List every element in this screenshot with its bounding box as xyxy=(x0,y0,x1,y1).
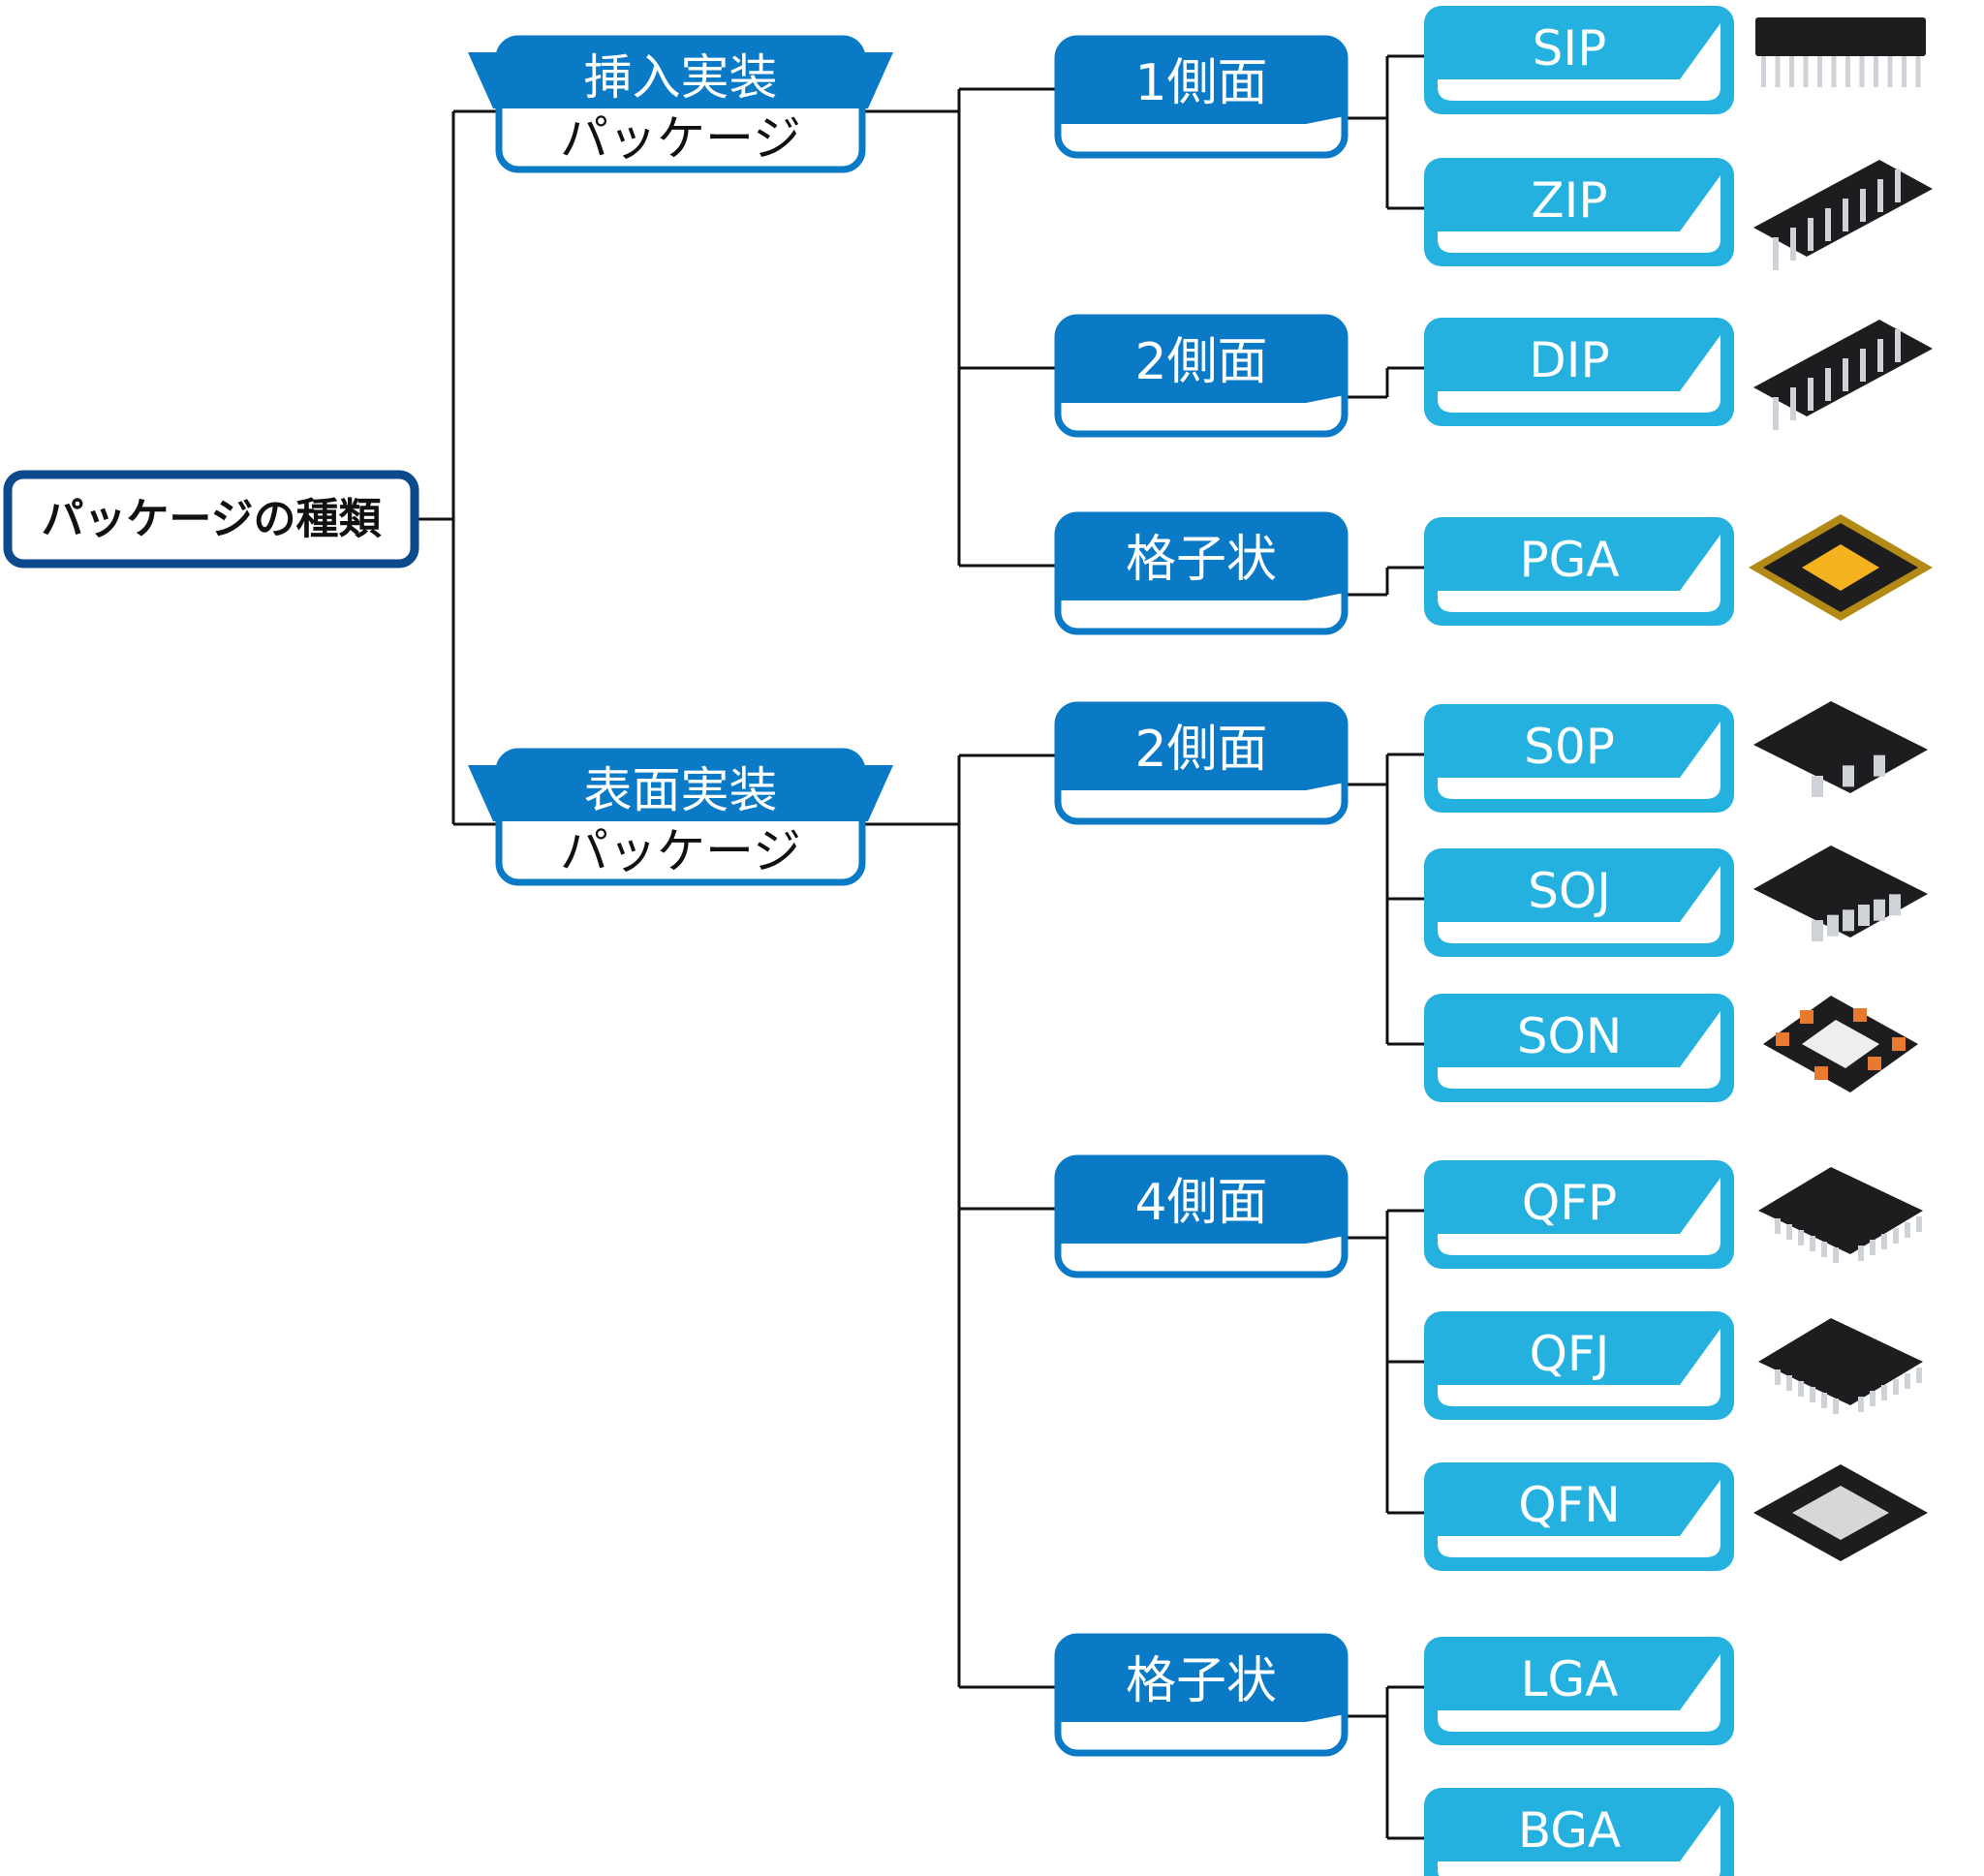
group-label: 2側面 xyxy=(1134,333,1267,391)
group-header xyxy=(1058,1637,1345,1722)
group-node: 格子状 xyxy=(1054,511,1348,635)
connector-lines xyxy=(415,54,1424,1840)
sop-chip-icon xyxy=(1753,701,1928,797)
group-header xyxy=(1058,318,1345,403)
group-label: 格子状 xyxy=(1126,1652,1277,1710)
leaf-node: LGA xyxy=(1424,1637,1734,1745)
zip-chip-icon xyxy=(1753,160,1933,270)
group-node: 2側面 xyxy=(1054,701,1348,825)
group-node: 4側面 xyxy=(1054,1154,1348,1278)
group-header xyxy=(1058,39,1345,124)
leaf-inner xyxy=(1438,722,1720,799)
leaf-label: S0P xyxy=(1524,719,1615,775)
leaf-inner xyxy=(1438,175,1720,253)
leaf-node: S0P xyxy=(1424,704,1734,813)
group-header xyxy=(1058,1158,1345,1244)
leaf-node: QFP xyxy=(1424,1160,1734,1269)
sip-chip-icon xyxy=(1755,17,1926,87)
soj-chip-icon xyxy=(1753,846,1928,941)
leaf-node: SON xyxy=(1424,994,1734,1102)
leaf-node: SOJ xyxy=(1424,848,1734,957)
leaf-node: QFN xyxy=(1424,1462,1734,1571)
leaf-node: PGA xyxy=(1424,517,1734,626)
category-banner-top xyxy=(499,752,862,819)
leaf-label: ZIP xyxy=(1531,172,1607,229)
group-node: 1側面 xyxy=(1054,35,1348,159)
category-title: 表面実装 xyxy=(584,762,778,818)
leaf-label: LGA xyxy=(1521,1651,1619,1707)
qfj-chip-icon xyxy=(1758,1318,1923,1414)
root-box xyxy=(3,470,419,569)
leaf-inner xyxy=(1438,23,1720,101)
leaf-label: QFP xyxy=(1522,1175,1617,1231)
group-header xyxy=(1058,705,1345,790)
leaf-inner xyxy=(1438,1011,1720,1089)
group-label: 1側面 xyxy=(1134,54,1267,112)
group-label: 2側面 xyxy=(1134,721,1267,779)
leaf-inner xyxy=(1438,1480,1720,1557)
leaf-inner xyxy=(1438,1329,1720,1406)
leaf-label: DIP xyxy=(1529,332,1609,388)
leaf-box xyxy=(1424,1788,1734,1876)
dip-chip-icon xyxy=(1753,320,1933,430)
root-node: パッケージの種類 xyxy=(3,470,419,569)
leaf-node: BGA xyxy=(1424,1788,1734,1876)
leaf-node: ZIP xyxy=(1424,158,1734,266)
pga-chip-icon xyxy=(1749,514,1933,621)
group-label: 4側面 xyxy=(1134,1174,1267,1232)
leaf-label: SIP xyxy=(1533,20,1607,77)
leaf-label: QFJ xyxy=(1530,1326,1610,1382)
leaf-label: SON xyxy=(1517,1008,1623,1064)
qfn-chip-icon xyxy=(1753,1464,1928,1561)
leaf-node: DIP xyxy=(1424,318,1734,426)
category-subtitle: パッケージ xyxy=(560,110,801,167)
leaf-inner xyxy=(1438,1805,1720,1876)
group-node: 2側面 xyxy=(1054,314,1348,438)
group-label: 格子状 xyxy=(1126,531,1277,589)
leaf-label: SOJ xyxy=(1528,863,1611,919)
category-banner-top xyxy=(499,39,862,107)
chip-icons xyxy=(1749,17,1933,1561)
leaf-label: QFN xyxy=(1518,1477,1621,1533)
leaf-label: PGA xyxy=(1519,532,1619,588)
leaf-inner xyxy=(1438,1178,1720,1255)
root-label: パッケージの種類 xyxy=(41,495,382,544)
leaf-node: SIP xyxy=(1424,6,1734,114)
leaf-inner xyxy=(1438,1654,1720,1732)
leaf-node: QFJ xyxy=(1424,1311,1734,1420)
group-header xyxy=(1058,515,1345,600)
group-node: 格子状 xyxy=(1054,1633,1348,1757)
qfp-chip-icon xyxy=(1758,1167,1923,1263)
leaf-inner xyxy=(1438,335,1720,413)
leaf-inner xyxy=(1438,535,1720,612)
category-title: 挿入実装 xyxy=(584,49,778,106)
leaf-label: BGA xyxy=(1518,1802,1621,1859)
category-subtitle: パッケージ xyxy=(560,823,801,879)
son-chip-icon xyxy=(1763,996,1918,1092)
leaf-inner xyxy=(1438,866,1720,943)
